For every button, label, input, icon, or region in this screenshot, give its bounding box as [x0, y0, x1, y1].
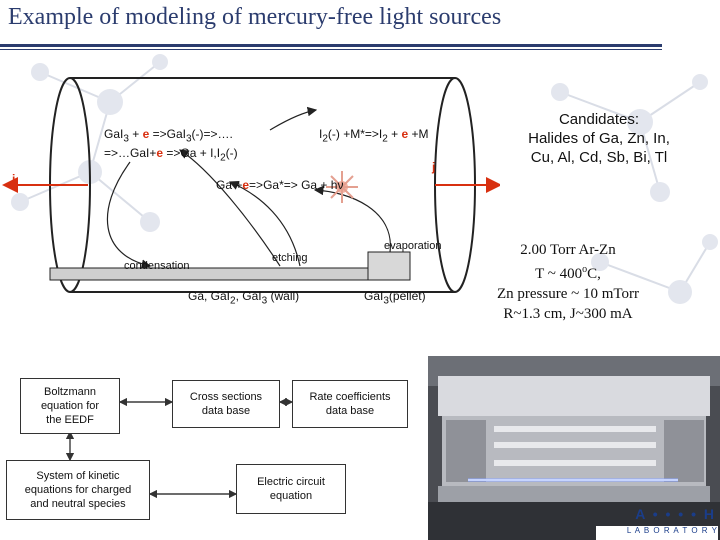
pellet-label: GaI3(pellet)	[364, 289, 426, 307]
molecule-background	[11, 54, 718, 304]
discharge-conditions: 2.00 Torr Ar-Zn T ~ 400oC, Zn pressure ~…	[462, 240, 674, 324]
photon-star-icon	[326, 171, 358, 203]
etching-curve	[179, 149, 281, 267]
condition-pressure: 2.00 Torr Ar-Zn	[520, 242, 616, 258]
page-title: Example of modeling of mercury-free ligh…	[8, 4, 502, 30]
condensation-curve	[106, 161, 152, 269]
reaction-iodine: I2(-) +M*=>I2 + e +M	[319, 127, 429, 145]
pellet	[367, 251, 411, 281]
evaporation-curve	[313, 185, 391, 253]
condition-radius-current: R~1.3 cm, J~300 mA	[503, 306, 633, 322]
candidates-text: Candidates: Halides of Ga, Zn, In, Cu, A…	[528, 111, 670, 166]
lab-logo-bottom: L A B O R A T O R Y	[596, 526, 718, 540]
wall-deposit	[49, 267, 371, 281]
reaction-ga-emission: Ga +e=>Ga*=> Ga + hν	[216, 178, 344, 192]
etching-curve-2	[228, 180, 301, 267]
title-underline-thin	[0, 49, 662, 50]
title-underline	[0, 44, 662, 47]
flowchart-connectors	[65, 397, 294, 499]
lamp-photo: A • • • • H L A B O R A T O R Y	[428, 356, 720, 540]
evaporation-label: evaporation	[384, 240, 442, 252]
reaction-gai3-line1: GaI3 + e =>GaI3(-)=>….	[104, 127, 233, 145]
iodine-curve	[269, 106, 318, 131]
condensation-label: condensation	[124, 260, 190, 272]
reaction-gai3-line2: =>…GaI+e =>Ga + I,I2(-)	[104, 146, 238, 164]
condition-zn-pressure: Zn pressure ~ 10 mTorr	[496, 286, 640, 302]
wall-label: Ga, GaI2, GaI3 (wall)	[188, 289, 300, 307]
current-label-left: j	[12, 172, 16, 186]
discharge-tube-diagram	[2, 77, 500, 293]
current-label-right: j	[432, 160, 436, 174]
etching-label: etching	[272, 252, 308, 264]
condition-temperature: T ~ 400oC,	[535, 264, 601, 282]
lamp-photo-drawing	[428, 356, 720, 540]
lab-logo-top: A • • • • H	[635, 506, 716, 522]
